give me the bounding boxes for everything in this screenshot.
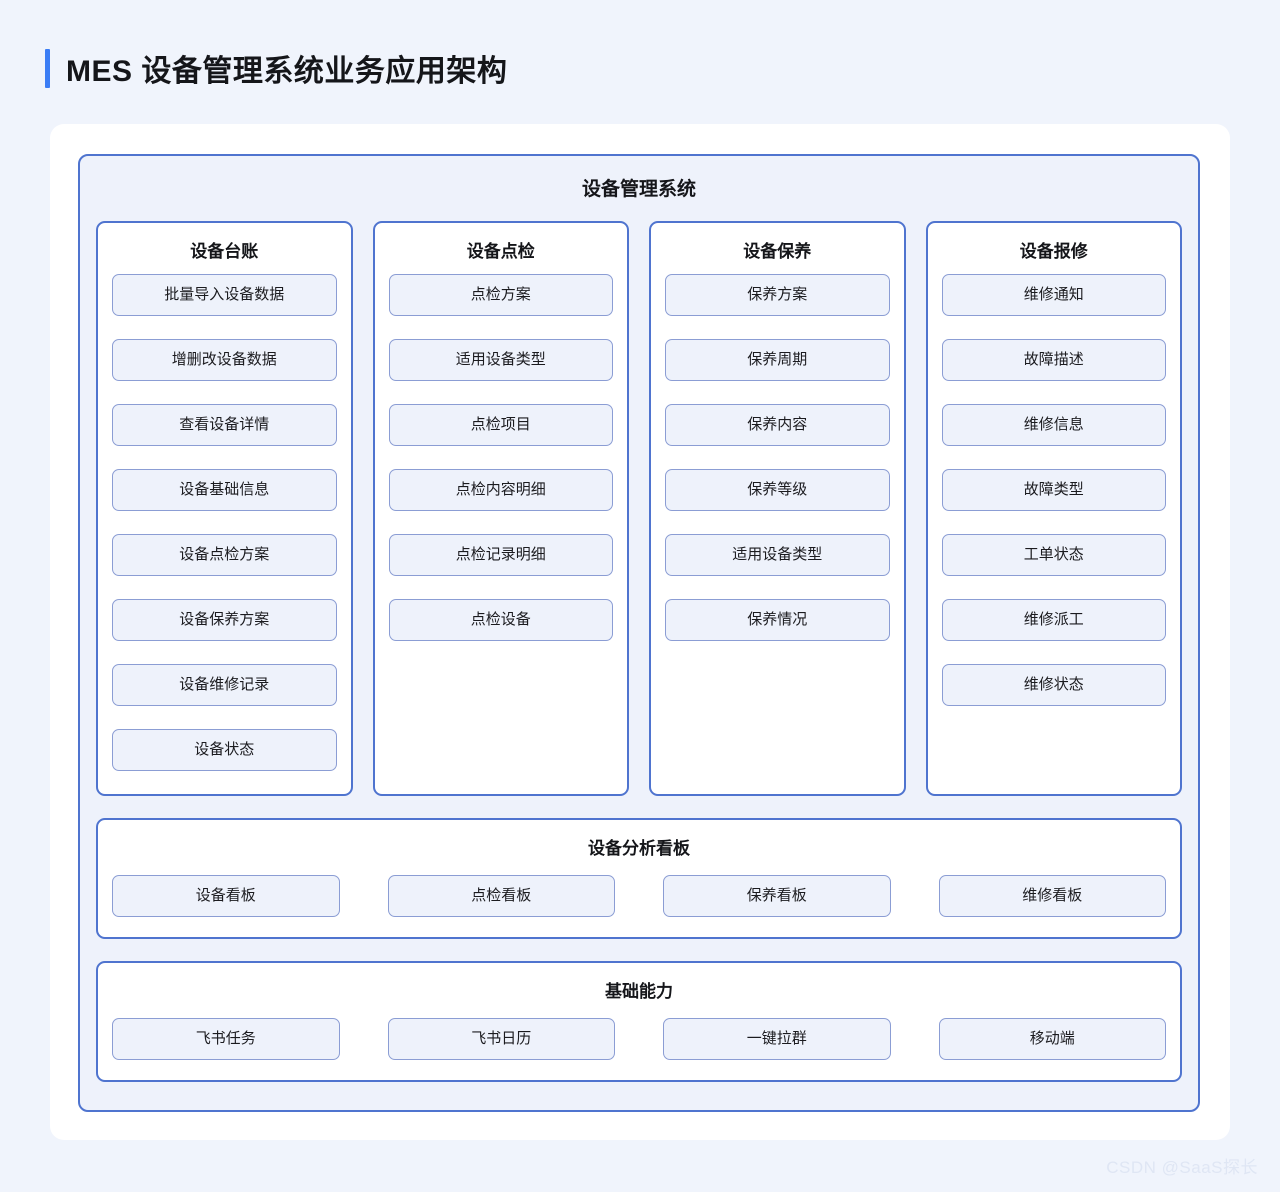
- module-item[interactable]: 设备保养方案: [112, 599, 337, 641]
- page-title: MES 设备管理系统业务应用架构: [66, 55, 508, 88]
- module-item[interactable]: 维修信息: [941, 404, 1166, 446]
- analysis-dashboard-section: 设备分析看板 设备看板 点检看板 保养看板 维修看板: [96, 818, 1182, 939]
- foundation-item[interactable]: 飞书日历: [387, 1018, 615, 1060]
- module-item[interactable]: 点检内容明细: [388, 469, 613, 511]
- module-item[interactable]: 保养情况: [665, 599, 890, 641]
- module-item[interactable]: 增删改设备数据: [112, 339, 337, 381]
- module-item[interactable]: 维修状态: [941, 664, 1166, 706]
- module-item[interactable]: 设备点检方案: [112, 534, 337, 576]
- watermark: CSDN @SaaS探长: [1106, 1158, 1258, 1177]
- page-header: MES 设备管理系统业务应用架构: [45, 46, 507, 90]
- foundation-item[interactable]: 移动端: [938, 1018, 1166, 1060]
- foundation-item[interactable]: 一键拉群: [663, 1018, 891, 1060]
- module-item[interactable]: 设备状态: [112, 729, 337, 771]
- module-column-equipment-ledger: 设备台账 批量导入设备数据 增删改设备数据 查看设备详情 设备基础信息 设备点检…: [96, 221, 353, 796]
- diagram-card: 设备管理系统 设备台账 批量导入设备数据 增删改设备数据 查看设备详情 设备基础…: [50, 124, 1230, 1140]
- module-item[interactable]: 点检记录明细: [388, 534, 613, 576]
- module-item[interactable]: 批量导入设备数据: [112, 274, 337, 316]
- module-item[interactable]: 保养周期: [665, 339, 890, 381]
- module-item[interactable]: 故障描述: [941, 339, 1166, 381]
- column-title: 设备保养: [743, 242, 812, 261]
- module-item[interactable]: 保养方案: [665, 274, 890, 316]
- foundation-capability-section: 基础能力 飞书任务 飞书日历 一键拉群 移动端: [96, 961, 1182, 1082]
- module-item[interactable]: 保养等级: [665, 469, 890, 511]
- module-column-equipment-inspection: 设备点检 点检方案 适用设备类型 点检项目 点检内容明细 点检记录明细 点检设备: [372, 221, 629, 796]
- dashboard-items: 设备看板 点检看板 保养看板 维修看板: [112, 875, 1166, 917]
- module-item[interactable]: 设备维修记录: [112, 664, 337, 706]
- module-columns: 设备台账 批量导入设备数据 增删改设备数据 查看设备详情 设备基础信息 设备点检…: [80, 201, 1198, 796]
- module-column-equipment-maintenance: 设备保养 保养方案 保养周期 保养内容 保养等级 适用设备类型 保养情况: [649, 221, 906, 796]
- module-item[interactable]: 维修通知: [941, 274, 1166, 316]
- column-title: 设备点检: [466, 242, 535, 261]
- system-panel: 设备管理系统 设备台账 批量导入设备数据 增删改设备数据 查看设备详情 设备基础…: [78, 154, 1200, 1112]
- column-title: 设备台账: [190, 242, 259, 261]
- module-item[interactable]: 维修派工: [941, 599, 1166, 641]
- dashboard-item[interactable]: 设备看板: [112, 875, 340, 917]
- module-item[interactable]: 点检项目: [388, 404, 613, 446]
- title-accent-bar: [45, 48, 50, 88]
- system-panel-title: 设备管理系统: [581, 179, 696, 200]
- module-item[interactable]: 点检设备: [388, 599, 613, 641]
- dashboard-item[interactable]: 点检看板: [387, 875, 615, 917]
- module-item[interactable]: 保养内容: [665, 404, 890, 446]
- section-title: 基础能力: [605, 982, 673, 1001]
- module-item[interactable]: 点检方案: [388, 274, 613, 316]
- module-item[interactable]: 适用设备类型: [665, 534, 890, 576]
- module-item[interactable]: 查看设备详情: [112, 404, 337, 446]
- module-item[interactable]: 工单状态: [941, 534, 1166, 576]
- section-title: 设备分析看板: [588, 839, 690, 858]
- column-title: 设备报修: [1019, 242, 1088, 261]
- module-item[interactable]: 设备基础信息: [112, 469, 337, 511]
- foundation-item[interactable]: 飞书任务: [112, 1018, 340, 1060]
- foundation-items: 飞书任务 飞书日历 一键拉群 移动端: [112, 1018, 1166, 1060]
- module-column-equipment-repair: 设备报修 维修通知 故障描述 维修信息 故障类型 工单状态 维修派工 维修状态: [925, 221, 1182, 796]
- module-item[interactable]: 故障类型: [941, 469, 1166, 511]
- dashboard-item[interactable]: 维修看板: [938, 875, 1166, 917]
- dashboard-item[interactable]: 保养看板: [663, 875, 891, 917]
- module-item[interactable]: 适用设备类型: [388, 339, 613, 381]
